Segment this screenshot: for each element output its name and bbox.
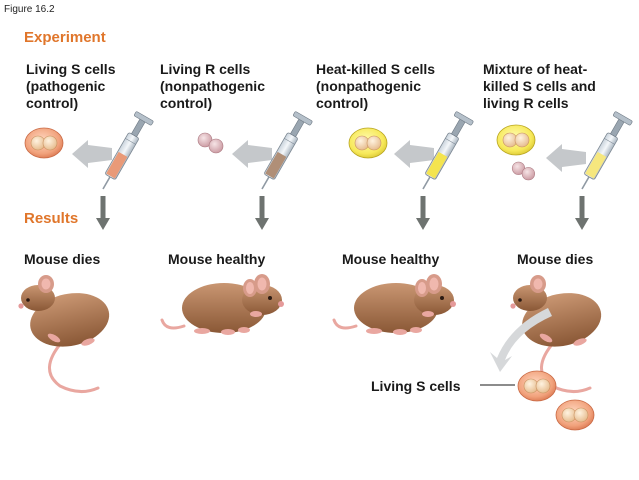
- syringe-r-cells: [252, 110, 314, 195]
- inject-arrow: [72, 140, 112, 168]
- recovered-cells-label: Living S cells: [371, 378, 461, 394]
- column-1-cells: [24, 127, 64, 159]
- column-1-title-line: (pathogenic: [26, 78, 106, 94]
- experiment-heading: Experiment: [24, 29, 106, 46]
- column-3-title-line: control): [316, 95, 369, 111]
- syringe-fill: [426, 151, 448, 179]
- heat-killed-s-cell-pair: [348, 127, 388, 159]
- healthy-mouse-1: [160, 272, 286, 337]
- column-3-title: Heat-killed S cells (nonpathogenic contr…: [316, 61, 435, 112]
- heat-killed-s-cell-pair: [496, 124, 536, 156]
- recovered-s-cell-pair: [555, 399, 595, 431]
- column-1-title-line: control): [26, 95, 79, 111]
- dead-mouse-1: [16, 273, 116, 394]
- column-1-title: Living S cells (pathogenic control): [26, 61, 115, 112]
- syringe-fill: [265, 151, 287, 179]
- s-cell-pair: [24, 127, 64, 159]
- recovery-arrow: [490, 308, 552, 372]
- recovered-s-cell-pair: [517, 370, 557, 402]
- syringe-mixture: [572, 110, 634, 195]
- healthy-mouse-2: [332, 272, 458, 337]
- r-cell-pair: [197, 132, 224, 154]
- r-cell-pair: [511, 161, 535, 181]
- column-4-title-line: living R cells: [483, 95, 569, 111]
- column-3-title-line: (nonpathogenic: [316, 78, 421, 94]
- column-2-title-line: control): [160, 95, 213, 111]
- column-4-title-line: Mixture of heat-: [483, 61, 588, 77]
- column-3-outcome: Mouse healthy: [342, 251, 440, 267]
- column-4-outcome: Mouse dies: [517, 251, 594, 267]
- results-heading: Results: [24, 210, 79, 227]
- column-4-title: Mixture of heat- killed S cells and livi…: [483, 61, 596, 112]
- inject-arrow: [394, 140, 434, 168]
- column-1-outcome: Mouse dies: [24, 251, 101, 267]
- syringe-heat-killed: [413, 110, 475, 195]
- column-4-title-line: killed S cells and: [483, 78, 596, 94]
- column-2-title-line: (nonpathogenic: [160, 78, 265, 94]
- syringe-s-cells: [93, 110, 155, 195]
- inject-arrow: [546, 144, 586, 172]
- column-2-title-line: Living R cells: [160, 61, 251, 77]
- down-arrow: [255, 196, 269, 230]
- column-1-title-line: Living S cells: [26, 61, 116, 77]
- down-arrow: [96, 196, 110, 230]
- inject-arrow: [232, 140, 272, 168]
- column-3-title-line: Heat-killed S cells: [316, 61, 436, 77]
- syringe-fill: [585, 151, 607, 179]
- column-2-title: Living R cells (nonpathogenic control): [160, 61, 265, 112]
- figure-label: Figure 16.2: [4, 4, 55, 15]
- down-arrow: [416, 196, 430, 230]
- syringe-fill: [106, 151, 128, 179]
- down-arrow: [575, 196, 589, 230]
- column-2-outcome: Mouse healthy: [168, 251, 266, 267]
